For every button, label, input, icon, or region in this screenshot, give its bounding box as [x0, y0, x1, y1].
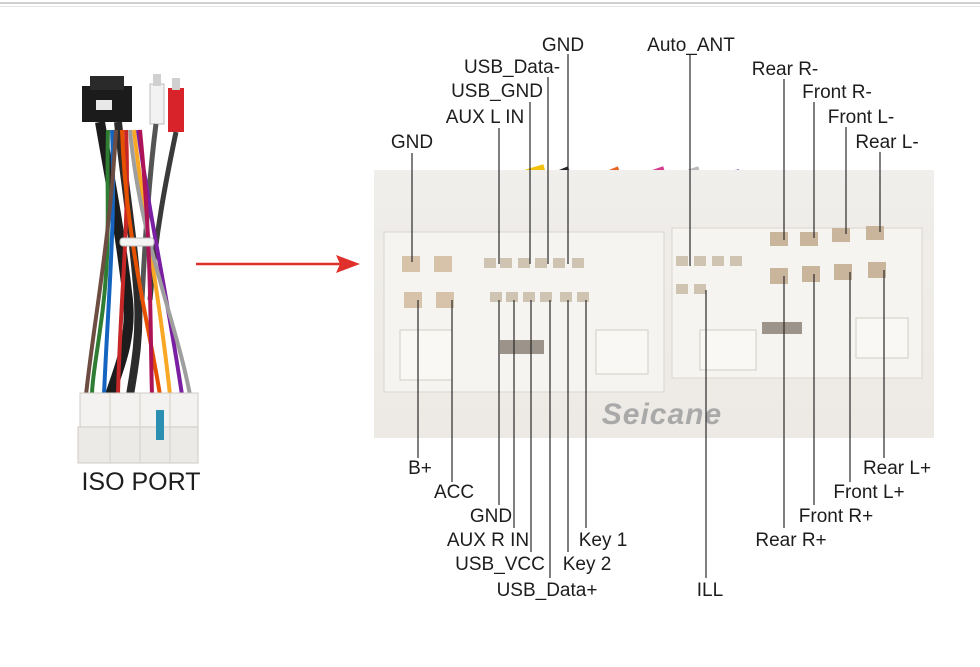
label-rear-l-minus: Rear L-	[855, 132, 918, 153]
label-gnd-left: GND	[391, 132, 433, 153]
top-rule	[0, 2, 980, 7]
label-front-l-minus: Front L-	[828, 107, 895, 128]
label-usb-vcc: USB_VCC	[455, 554, 545, 575]
label-rear-l-plus: Rear L+	[863, 458, 931, 479]
label-auto-ant: Auto_ANT	[647, 35, 735, 56]
label-rear-r-plus: Rear R+	[755, 530, 826, 551]
label-rear-r-minus: Rear R-	[752, 59, 819, 80]
brand-watermark: Seicane	[602, 398, 722, 431]
label-front-r-minus: Front R-	[802, 82, 872, 103]
label-gnd-bottom: GND	[470, 506, 512, 527]
label-usb-gnd: USB_GND	[451, 81, 543, 102]
label-aux-r-in: AUX R IN	[447, 530, 529, 551]
label-front-l-plus: Front L+	[833, 482, 904, 503]
label-usb-data-plus: USB_Data+	[497, 580, 598, 601]
direction-arrow	[196, 255, 360, 273]
label-usb-data-minus: USB_Data-	[464, 57, 560, 78]
label-aux-l-in: AUX L IN	[446, 107, 525, 128]
label-key-1: Key 1	[579, 530, 628, 551]
connector-image	[374, 164, 934, 438]
label-b-plus: B+	[408, 458, 432, 479]
label-ill: ILL	[697, 580, 723, 601]
label-gnd-top: GND	[542, 35, 584, 56]
iso-harness-image	[77, 74, 199, 464]
label-acc: ACC	[434, 482, 474, 503]
label-front-r-plus: Front R+	[799, 506, 873, 527]
iso-port-label: ISO PORT	[81, 468, 200, 496]
label-key-2: Key 2	[563, 554, 612, 575]
leader-lines	[411, 54, 885, 578]
